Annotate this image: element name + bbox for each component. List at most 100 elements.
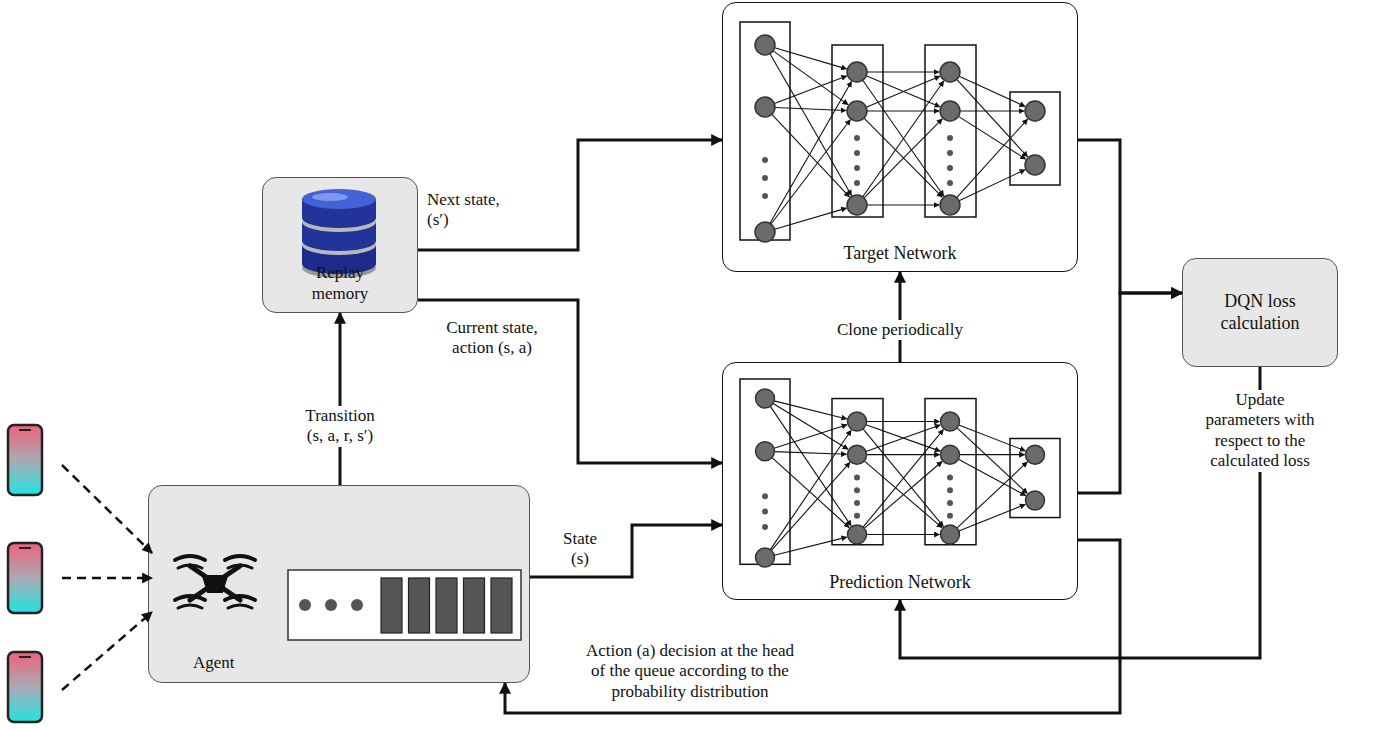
neuron [941,445,960,464]
phone-notch [19,656,31,658]
weight-line [867,204,939,205]
weight-line [957,119,1028,197]
drone-icon [175,556,255,608]
weight-line [957,79,1028,156]
weight-line [864,118,942,197]
neuron [756,389,775,408]
phone-icon [8,425,42,495]
phone-icon [8,652,42,722]
weight-line [958,459,1025,495]
layer-frame [925,399,976,545]
node-label: DQN loss calculation [1205,291,1315,334]
connector-arrow [899,272,902,362]
weight-line [960,110,1024,111]
ellipsis-dot [854,513,860,519]
weight-line [867,110,939,111]
ellipsis-dot [854,135,860,141]
layer-frame [832,399,883,545]
weight-line [867,534,940,535]
weight-line [863,80,944,196]
ellipsis-dot [762,493,768,499]
weight-line [863,429,943,527]
weight-line [770,406,851,525]
node-label: Replay memory [299,263,381,304]
connector-arrow [418,140,722,250]
edge-label: Next state, (s′) [424,190,516,231]
process-box: DQN loss calculation [1182,258,1338,367]
neuron [940,195,960,215]
ellipsis-dot [762,175,768,181]
neural-network [740,22,1060,242]
phone-notch [19,429,31,431]
weight-line [863,81,944,197]
weight-line [771,462,850,550]
ellipsis-dot [947,487,953,493]
weight-line [774,76,846,104]
ellipsis-dot [762,193,768,199]
weight-line [864,119,942,198]
neuron [755,222,775,242]
weight-line [770,82,852,224]
weight-line [864,461,942,528]
connector-arrow [418,300,722,463]
queue-dot [299,599,311,611]
ellipsis-dot [854,500,860,506]
neuron [940,62,960,82]
ellipsis-dot [854,165,860,171]
ellipsis-dot [947,135,953,141]
neuron [847,101,867,121]
edge-label: Action (a) decision at the head of the q… [580,641,800,702]
node-label: Target Network [844,243,957,265]
ellipsis-dot [947,180,953,186]
dashed-links [62,465,152,690]
neuron [1025,101,1045,121]
queue-slots [381,578,512,633]
layer-frame [740,22,790,240]
neuron [1026,491,1045,510]
neuron [755,97,775,117]
weight-line [775,48,847,69]
neuron [1026,445,1045,464]
weight-line [867,454,940,455]
neuron [941,412,960,431]
weight-line [958,116,1025,159]
ellipsis-dot [947,150,953,156]
neural-network [740,379,1060,567]
ellipsis-dot [854,475,860,481]
ellipsis-dot [947,513,953,519]
weight-line [867,421,940,422]
neuron [940,101,960,121]
edge-label: Update parameters with respect to the ca… [1200,390,1320,472]
queue [288,570,521,640]
dashed-arrow [62,577,152,580]
weight-line [774,425,847,449]
weight-line [771,120,850,224]
neuron [848,412,867,431]
ellipsis-dot [947,500,953,506]
weight-line [774,401,847,419]
weight-line [774,537,847,555]
queue-frame [288,570,521,640]
connector-arrow [339,313,342,485]
layer-frame [925,45,976,217]
phone-notch [19,547,31,549]
neuron [755,35,775,55]
queue-dot [351,599,363,611]
neuron [848,525,867,544]
weight-line [772,458,849,528]
neuron [941,525,960,544]
database-icon [302,189,376,278]
edge-label: State (s) [554,529,606,570]
weight-line [867,71,939,72]
ellipsis-dot [762,524,768,530]
node-label: Prediction Network [829,572,970,594]
layer-frame [1010,439,1060,518]
neuron [847,62,867,82]
queue-slot [381,578,402,633]
dashed-arrow [62,612,152,690]
layer-frame [1010,92,1060,185]
weight-line [770,430,851,549]
